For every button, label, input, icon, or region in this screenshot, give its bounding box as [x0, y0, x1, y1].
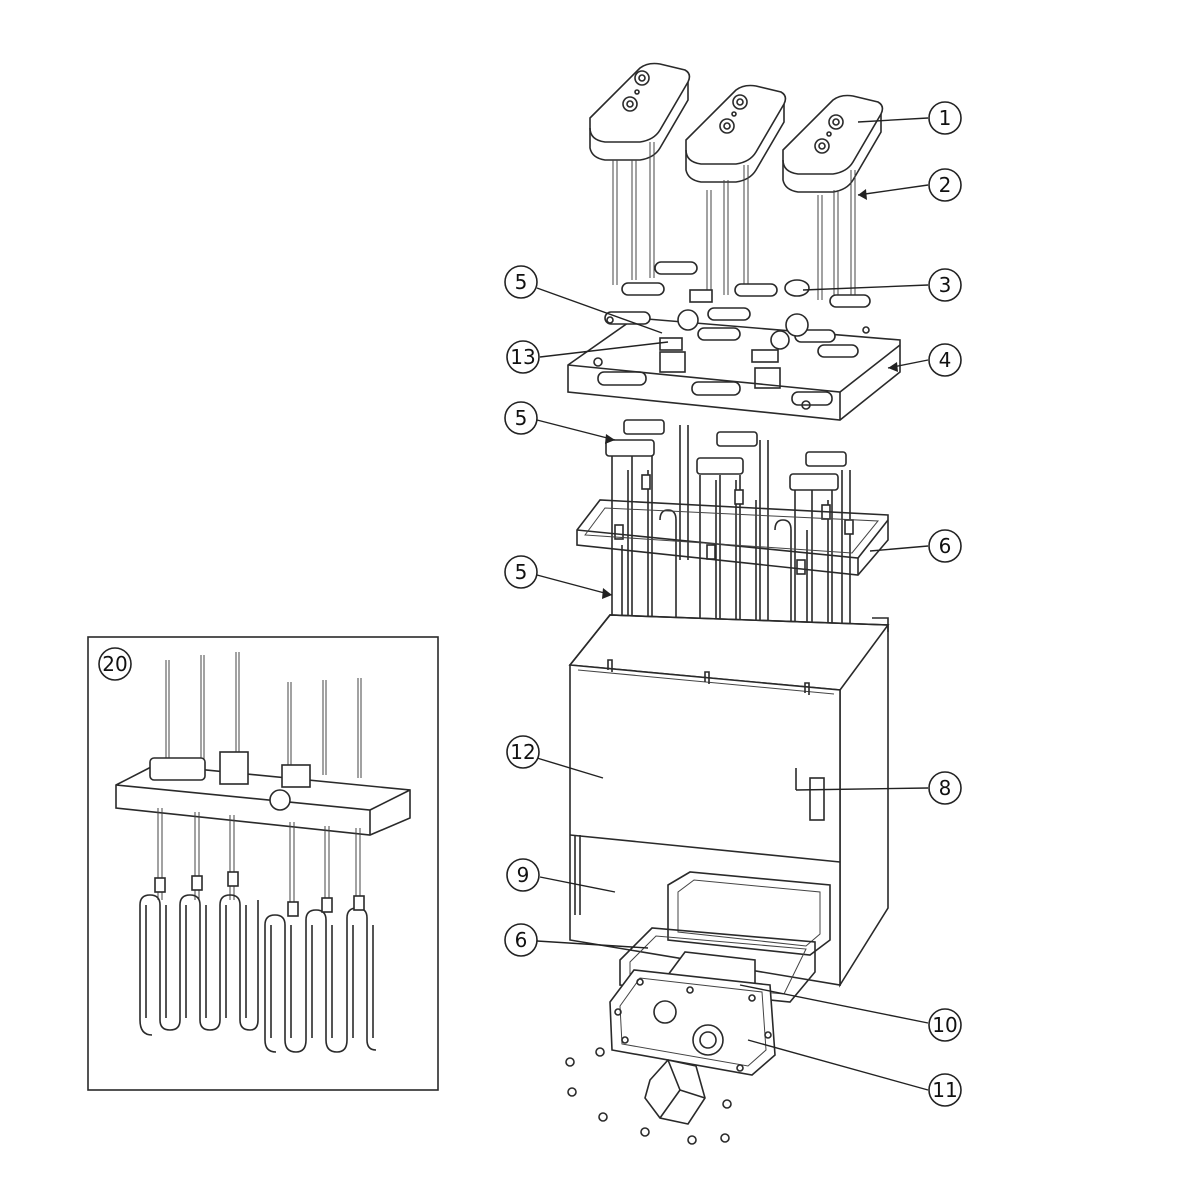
callout-label: 6	[939, 534, 952, 558]
inset-frame	[87, 636, 439, 1091]
flange-cover	[609, 969, 776, 1125]
fixing-nuts	[565, 1047, 732, 1145]
terminal-covers	[589, 62, 884, 193]
callout-5-element: 5	[504, 555, 538, 589]
leader-lines	[536, 117, 929, 1091]
callout-4: 4	[928, 343, 962, 377]
callout-5-flange: 5	[504, 401, 538, 435]
gasket-frame-top	[576, 499, 889, 576]
callout-1: 1	[928, 101, 962, 135]
callout-3: 3	[928, 268, 962, 302]
callout-label: 5	[515, 560, 528, 584]
sensor-wires	[612, 142, 856, 300]
terminal-cover-3	[782, 94, 884, 193]
callout-12: 12	[506, 735, 540, 769]
callout-11: 11	[928, 1073, 962, 1107]
inset-heating-assembly	[87, 636, 439, 1091]
inset-wires	[165, 652, 362, 778]
inset-heating-elements-right	[264, 907, 377, 1053]
callout-6-top: 6	[928, 529, 962, 563]
callout-6-bottom: 6	[504, 923, 538, 957]
callout-label: 5	[515, 270, 528, 294]
callout-label: 10	[932, 1013, 957, 1037]
callout-label: 2	[939, 173, 952, 197]
callout-label: 11	[932, 1078, 957, 1102]
callout-label: 20	[102, 652, 127, 676]
inset-heating-elements-left	[139, 894, 259, 1036]
thermostat	[784, 279, 810, 297]
flange-opening	[667, 871, 831, 956]
arrowheads	[602, 189, 898, 599]
callout-5-terminal: 5	[504, 265, 538, 299]
level-indicator	[809, 777, 825, 821]
terminal-board	[567, 261, 901, 421]
terminal-cover-2	[685, 84, 787, 183]
callout-label: 8	[939, 776, 952, 800]
callout-label: 6	[515, 928, 528, 952]
callout-2: 2	[928, 168, 962, 202]
callout-9: 9	[506, 858, 540, 892]
terminal-cover-1	[589, 62, 691, 161]
outlet-connector	[644, 1059, 706, 1125]
tank-body	[568, 614, 890, 988]
callout-label: 4	[939, 348, 952, 372]
terminal-blocks	[659, 289, 779, 363]
callout-label: 12	[510, 740, 535, 764]
callout-label: 1	[939, 106, 952, 130]
callout-13: 13	[506, 340, 540, 374]
callout-label: 13	[510, 345, 535, 369]
callout-10: 10	[928, 1008, 962, 1042]
callout-20: 20	[98, 647, 132, 681]
callout-8: 8	[928, 771, 962, 805]
callout-label: 9	[517, 863, 530, 887]
callout-label: 3	[939, 273, 952, 297]
callout-label: 5	[515, 406, 528, 430]
